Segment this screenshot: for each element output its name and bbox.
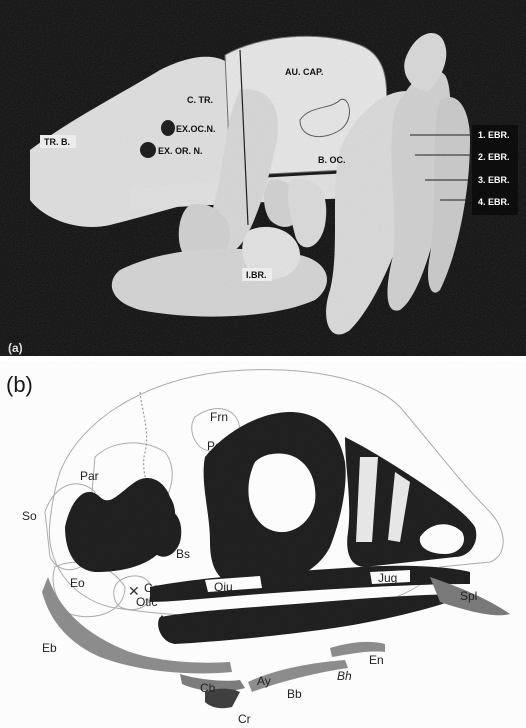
- figure-panel-a: TR. B. AU. CAP. C. TR. EX.OC.N. EX. OR. …: [0, 0, 526, 356]
- label-po: Po: [207, 439, 222, 453]
- label-jug: Jug: [378, 571, 397, 585]
- label-c-tr: C. TR.: [187, 95, 213, 105]
- label-spl: Spl: [460, 589, 477, 603]
- figure-panel-b: (b) ✕ Frn: [0, 362, 526, 728]
- label-ebr-2: 2. EBR.: [478, 152, 510, 162]
- label-ay: Ay: [257, 674, 271, 688]
- label-en: En: [369, 653, 384, 667]
- label-ang: Ang: [166, 627, 187, 641]
- label-cr: Cr: [238, 712, 251, 726]
- label-au-cap: AU. CAP.: [285, 67, 323, 77]
- label-ebr-3: 3. EBR.: [478, 175, 510, 185]
- label-so: So: [22, 509, 37, 523]
- label-bb: Bb: [287, 687, 302, 701]
- label-ebr-1: 1. EBR.: [478, 130, 510, 140]
- label-b-oc: B. OC.: [318, 155, 346, 165]
- label-qju: Qju: [214, 580, 233, 594]
- label-eb: Eb: [42, 641, 57, 655]
- label-bh: Bh: [337, 669, 352, 683]
- panel-a-letter: (a): [8, 341, 23, 355]
- label-ar: Ar: [158, 613, 170, 627]
- label-ex-or-n: EX. OR. N.: [158, 146, 203, 156]
- skull-drawing: (b) ✕ Frn: [0, 362, 526, 728]
- label-ex-oc-n: EX.OC.N.: [176, 124, 216, 134]
- label-tr-b: TR. B.: [44, 137, 70, 147]
- chondrocranium-photo: TR. B. AU. CAP. C. TR. EX.OC.N. EX. OR. …: [0, 0, 526, 356]
- label-i-br: I.BR.: [246, 270, 267, 280]
- label-par: Par: [80, 469, 99, 483]
- label-ebr-4: 4. EBR.: [478, 197, 510, 207]
- label-cb: Cb: [200, 681, 216, 695]
- label-eo: Eo: [70, 576, 85, 590]
- photo-grain: [0, 0, 526, 356]
- label-co: Co: [144, 581, 160, 595]
- label-otic: Otic: [136, 595, 157, 609]
- label-bs: Bs: [176, 547, 190, 561]
- label-frn: Frn: [210, 410, 228, 424]
